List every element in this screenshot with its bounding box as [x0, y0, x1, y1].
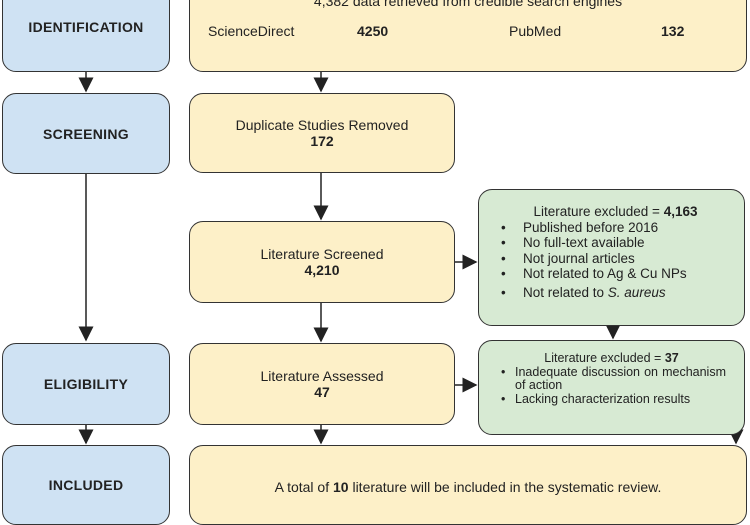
excluded-2-title-value: 37: [664, 351, 679, 365]
included-box: A total of 10 literature will be include…: [189, 445, 747, 525]
excluded-2-reason: Lacking characterization results: [497, 392, 726, 407]
excluded-1-reason: No full-text available: [497, 235, 734, 251]
included-count: 10: [332, 479, 349, 495]
flow-arrows: [78, 72, 744, 445]
excluded-1-reason: Not journal articles: [497, 251, 734, 267]
excluded-1-reason-last-prefix: Not related to: [523, 284, 608, 300]
identification-summary: 4,382 data retrieved from credible searc…: [313, 0, 623, 9]
identification-box: 4,382 data retrieved from credible searc…: [189, 0, 747, 72]
assessed-label: Literature Assessed: [260, 368, 384, 384]
stage-screening-label: SCREENING: [43, 125, 129, 142]
excluded-1-reason: Not related to Ag & Cu NPs: [497, 266, 734, 282]
stage-identification: IDENTIFICATION: [2, 0, 170, 72]
excluded-2-title: Literature excluded = 37: [497, 351, 726, 366]
excluded-2-title-prefix: Literature excluded =: [544, 351, 665, 365]
duplicates-value: 172: [310, 133, 334, 149]
stage-eligibility: ELIGIBILITY: [2, 343, 170, 425]
excluded-1-reason-italic: S. aureus: [607, 284, 666, 300]
stage-identification-label: IDENTIFICATION: [28, 19, 144, 35]
included-text: A total of 10 literature will be include…: [190, 479, 746, 495]
screened-label: Literature Screened: [260, 246, 384, 262]
included-suffix: literature will be included in the syste…: [348, 479, 662, 495]
source-name-pubmed: PubMed: [509, 23, 562, 39]
assessed-value: 47: [314, 384, 330, 400]
excluded-1-reason: Published before 2016: [497, 220, 734, 236]
excluded-1-title-value: 4,163: [663, 204, 698, 219]
excluded-2-reason: Inadequate discussion on mechanism of ac…: [497, 365, 726, 393]
duplicates-box: Duplicate Studies Removed 172: [189, 93, 455, 173]
stage-eligibility-label: ELIGIBILITY: [43, 376, 129, 392]
stage-screening: SCREENING: [2, 93, 170, 174]
duplicates-label: Duplicate Studies Removed: [235, 117, 409, 133]
excluded-box-1: Literature excluded = 4,163 Published be…: [478, 189, 745, 326]
assessed-box: Literature Assessed 47: [189, 343, 455, 425]
stage-included-label: INCLUDED: [48, 477, 124, 493]
source-count-sciencedirect: 4250: [357, 23, 389, 39]
stage-included: INCLUDED: [2, 445, 170, 525]
excluded-1-reason-last: Not related to S. aureus: [497, 285, 734, 301]
excluded-box-2: Literature excluded = 37 Inadequate disc…: [478, 340, 745, 435]
excluded-1-list: Published before 2016 No full-text avail…: [497, 220, 734, 301]
screened-box: Literature Screened 4,210: [189, 221, 455, 303]
excluded-1-title: Literature excluded = 4,163: [497, 204, 734, 220]
included-prefix: A total of: [274, 479, 333, 495]
excluded-1-title-prefix: Literature excluded =: [533, 204, 664, 219]
source-name-sciencedirect: ScienceDirect: [208, 23, 295, 39]
source-count-pubmed: 132: [661, 23, 685, 39]
screened-value: 4,210: [304, 262, 340, 278]
excluded-2-list: Inadequate discussion on mechanism of ac…: [497, 365, 726, 407]
